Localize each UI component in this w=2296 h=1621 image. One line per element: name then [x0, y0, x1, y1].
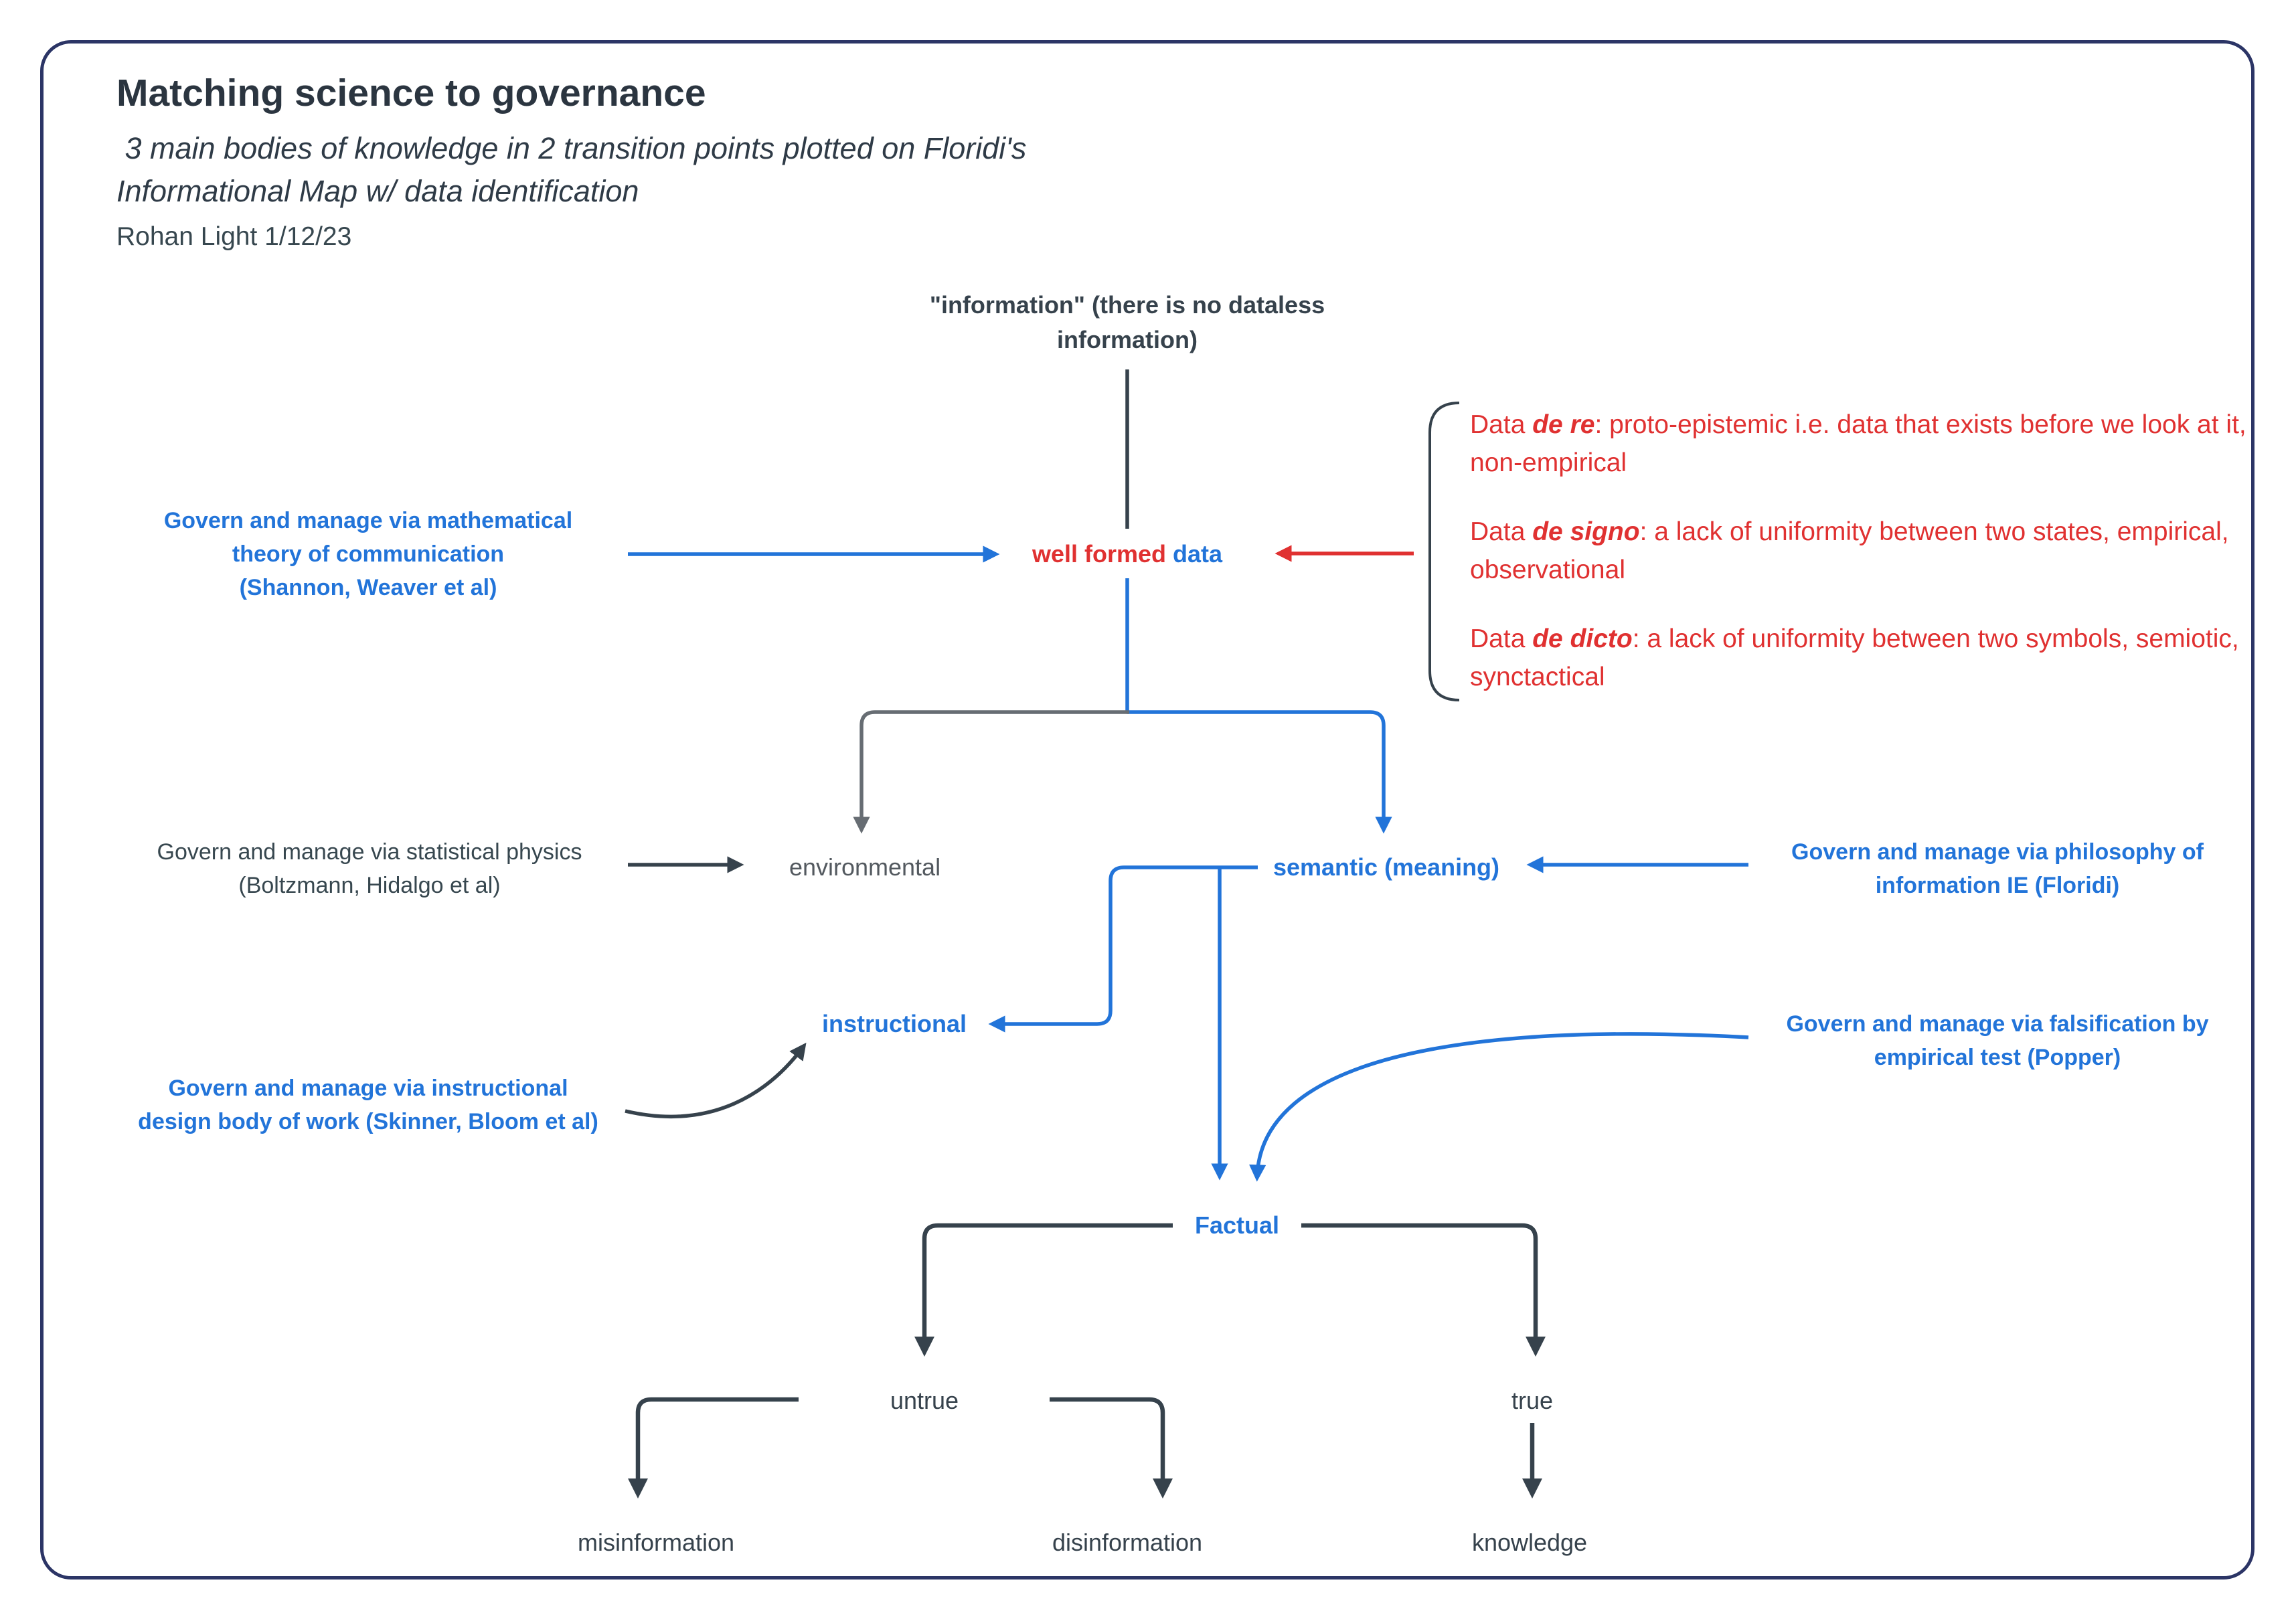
connector-factual-to-untrue: [924, 1225, 1173, 1351]
label-popper-line1: Govern and manage via falsification by: [1786, 1007, 2208, 1041]
node-information-line2: information): [930, 323, 1325, 357]
label-floridi-line2: information IE (Floridi): [1791, 869, 2204, 902]
note-de-signo: Data de signo: a lack of uniformity betw…: [1470, 513, 2273, 589]
label-boltzmann-line2: (Boltzmann, Hidalgo et al): [157, 869, 582, 902]
note-de-re-prefix: Data: [1470, 410, 1532, 439]
arrow-skinner-to-instructional: [625, 1047, 803, 1116]
note-de-signo-prefix: Data: [1470, 517, 1532, 546]
note-de-dicto-prefix: Data: [1470, 624, 1532, 653]
header: Matching science to governance 3 main bo…: [116, 71, 1026, 252]
note-de-re: Data de re: proto-epistemic i.e. data th…: [1470, 406, 2273, 482]
node-factual: Factual: [1195, 1211, 1279, 1240]
connector-untrue-to-misinformation: [638, 1399, 799, 1492]
node-misinformation: misinformation: [578, 1529, 734, 1557]
byline: Rohan Light 1/12/23: [116, 222, 1026, 252]
node-true: true: [1511, 1387, 1553, 1415]
arrow-popper-to-factual: [1257, 1034, 1748, 1177]
node-information-line1: "information" (there is no dataless: [930, 288, 1325, 323]
node-well-formed-data: well formed data: [1032, 540, 1222, 568]
subtitle-line2: Informational Map w/ data identification: [116, 170, 1026, 213]
note-de-dicto: Data de dicto: a lack of uniformity betw…: [1470, 620, 2273, 696]
node-disinformation: disinformation: [1052, 1529, 1202, 1557]
connector-wellformed-to-semantic: [1127, 578, 1384, 829]
well-formed-text: well formed: [1032, 540, 1173, 568]
label-boltzmann-governance: Govern and manage via statistical physic…: [157, 835, 582, 902]
label-floridi-line1: Govern and manage via philosophy of: [1791, 835, 2204, 869]
connector-factual-to-true: [1301, 1225, 1536, 1351]
label-boltzmann-line1: Govern and manage via statistical physic…: [157, 835, 582, 869]
node-environmental: environmental: [789, 853, 940, 881]
connector-wellformed-to-environmental: [862, 712, 1129, 829]
label-shannon-line3: (Shannon, Weaver et al): [164, 571, 572, 604]
data-identification-notes: Data de re: proto-epistemic i.e. data th…: [1470, 406, 2273, 727]
page-title: Matching science to governance: [116, 71, 1026, 115]
label-floridi-governance: Govern and manage via philosophy of info…: [1791, 835, 2204, 902]
note-de-signo-term: de signo: [1532, 517, 1639, 546]
label-skinner-line1: Govern and manage via instructional: [138, 1072, 598, 1105]
node-instructional: instructional: [822, 1010, 967, 1038]
label-shannon-line1: Govern and manage via mathematical: [164, 504, 572, 537]
bracket-data-notes: [1430, 403, 1459, 700]
label-skinner-governance: Govern and manage via instructional desi…: [138, 1072, 598, 1138]
node-untrue: untrue: [890, 1387, 959, 1415]
label-shannon-line2: theory of communication: [164, 537, 572, 571]
note-de-dicto-term: de dicto: [1532, 624, 1633, 653]
subtitle-line1: 3 main bodies of knowledge in 2 transiti…: [116, 127, 1026, 170]
node-semantic: semantic (meaning): [1273, 853, 1499, 881]
note-de-re-term: de re: [1532, 410, 1594, 439]
node-information: "information" (there is no dataless info…: [930, 288, 1325, 357]
label-skinner-line2: design body of work (Skinner, Bloom et a…: [138, 1105, 598, 1138]
label-shannon-governance: Govern and manage via mathematical theor…: [164, 504, 572, 604]
connector-untrue-to-disinformation: [1050, 1399, 1163, 1492]
label-popper-governance: Govern and manage via falsification by e…: [1786, 1007, 2208, 1074]
node-knowledge: knowledge: [1472, 1529, 1587, 1557]
label-popper-line2: empirical test (Popper): [1786, 1041, 2208, 1074]
data-text: data: [1173, 540, 1222, 568]
